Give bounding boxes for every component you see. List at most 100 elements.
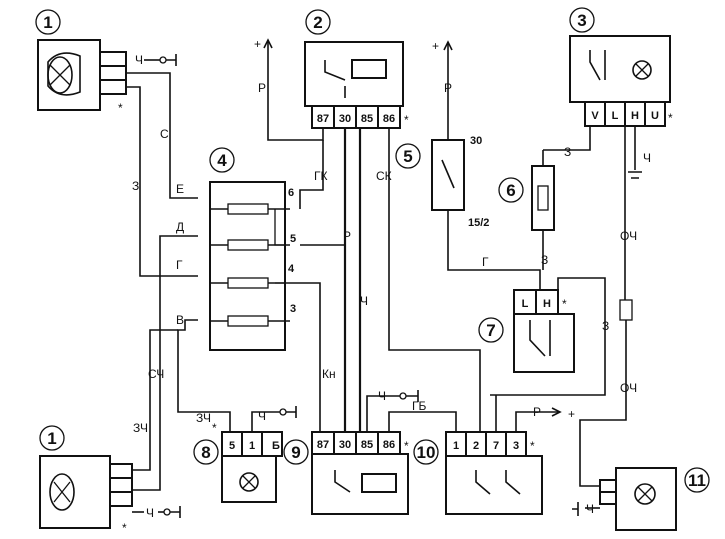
ground-icon	[286, 406, 297, 418]
relay2-pin-87: 87	[317, 113, 329, 125]
wire-label-zch-left: ЗЧ	[133, 421, 148, 435]
wire-label-z-6: З	[564, 145, 571, 159]
switch-icon	[441, 159, 455, 189]
switch5-pin-15-2: 15/2	[468, 217, 489, 229]
callout-circle-2	[305, 9, 331, 35]
lamp-11: 11 ОЧ ОЧ Ч	[572, 126, 710, 531]
switch5-pin-30: 30	[470, 135, 482, 147]
wire-label-ch-1b: Ч	[146, 506, 154, 520]
callout-circle-7	[478, 317, 504, 343]
star-9: *	[404, 439, 409, 453]
ground-icon	[166, 54, 177, 66]
plus-5: +	[432, 39, 439, 53]
wire-label-ch-1a: Ч	[135, 53, 143, 67]
wire-label-s: С	[160, 127, 169, 141]
wire-label-z-left: З	[132, 179, 139, 193]
unit3-pin-u: U	[651, 110, 659, 122]
unit3-pin-v: V	[591, 110, 599, 122]
dimmer-switch: 7 L H * З	[478, 277, 609, 396]
fuse-holder: 6 З З	[498, 126, 591, 270]
block4-pin-e: Е	[176, 182, 184, 196]
relay-top: 2 87 30 85 86 * + Р	[254, 9, 409, 141]
relay-coil-icon	[351, 59, 387, 79]
block4-pin-4: 4	[288, 263, 295, 275]
wire-label-zch-8: ЗЧ	[196, 411, 211, 425]
block4-pin-d: Д	[176, 220, 184, 234]
block4-pin-g: Г	[176, 258, 183, 272]
star-8: *	[212, 421, 217, 435]
callout-6: 6	[506, 181, 515, 200]
lamp-icon	[634, 483, 656, 505]
bulb-icon	[49, 473, 75, 511]
ground-icon	[406, 390, 419, 402]
callout-7: 7	[486, 321, 495, 340]
wire-label-z-6b: З	[541, 253, 548, 267]
conn8-pin-5: 5	[229, 440, 235, 452]
relay9-pin-30: 30	[339, 439, 351, 451]
star-10: *	[530, 439, 535, 453]
relay-coil-icon	[361, 473, 397, 493]
wire-label-sch: СЧ	[148, 367, 164, 381]
star-2: *	[404, 113, 409, 127]
unit3-pin-l: L	[612, 110, 619, 122]
switch-icon	[475, 470, 521, 495]
wire-label-ch-3: Ч	[643, 151, 651, 165]
fuse-icon	[537, 185, 549, 211]
headlamp-top-left: 1 Ч *	[35, 9, 177, 115]
wire-label-g: Г	[482, 255, 489, 269]
conn8-pin-1: 1	[249, 440, 255, 452]
star-1b: *	[122, 521, 127, 535]
callout-circle-1	[35, 9, 61, 35]
ground-icon	[628, 171, 642, 179]
relay-bus-wires: Р Ч ГК СК Кн	[290, 128, 481, 432]
wire-label-gb: ГБ	[412, 399, 426, 413]
conn10-pin-2: 2	[473, 440, 479, 452]
headlamp-bottom-left: 1 Ч *	[39, 425, 181, 535]
conn10-pin-3: 3	[513, 440, 519, 452]
star-3: *	[668, 111, 673, 125]
plus-2: +	[254, 37, 261, 51]
conn7-pin-l: L	[522, 298, 529, 310]
callout-8: 8	[201, 443, 210, 462]
block4-pin-5: 5	[290, 233, 296, 245]
callout-2: 2	[313, 13, 322, 32]
callout-circle-9	[283, 439, 309, 465]
callout-circle-4	[209, 147, 235, 173]
callout-circle-11	[684, 467, 710, 493]
connector-10: 10 1 2 7 3 * Р +	[413, 395, 575, 515]
conn10-pin-1: 1	[453, 440, 459, 452]
star-7: *	[562, 297, 567, 311]
callout-10: 10	[417, 443, 436, 462]
wire-label-ch-bus: Ч	[360, 294, 368, 308]
wire-label-ch-9: Ч	[378, 389, 386, 403]
wire-label-sk: СК	[376, 169, 392, 183]
relay-bottom: 9 87 30 85 86 * Ч ГБ	[283, 389, 457, 515]
callout-4: 4	[217, 151, 227, 170]
callout-1: 1	[43, 13, 52, 32]
relay9-pin-85: 85	[361, 439, 373, 451]
ground-icon	[170, 506, 181, 518]
wire-label-och-top: ОЧ	[620, 229, 637, 243]
callout-circle-1b	[39, 425, 65, 451]
ground-icon	[572, 502, 579, 516]
wire-label-r-bus: Р	[343, 229, 351, 243]
block4-pin-3: 3	[290, 303, 296, 315]
callout-circle-6	[498, 177, 524, 203]
wire-label-och-bottom: ОЧ	[620, 381, 637, 395]
lamp-icon	[632, 60, 652, 80]
relay9-pin-87: 87	[317, 439, 329, 451]
lamp-icon	[239, 472, 259, 492]
wire-label-r-5: Р	[444, 81, 452, 95]
switch-icon	[529, 320, 551, 357]
relay2-pin-86: 86	[383, 113, 395, 125]
wire-label-gk: ГК	[314, 169, 328, 183]
callout-circle-3	[569, 7, 595, 33]
conn10-pin-7: 7	[493, 440, 499, 452]
relay2-pin-85: 85	[361, 113, 373, 125]
wire-label-r-2: Р	[258, 81, 266, 95]
wire-label-ch-8: Ч	[258, 409, 266, 423]
switch-icon	[324, 60, 346, 98]
callout-5: 5	[403, 147, 412, 166]
wire-label-z-7: З	[602, 319, 609, 333]
